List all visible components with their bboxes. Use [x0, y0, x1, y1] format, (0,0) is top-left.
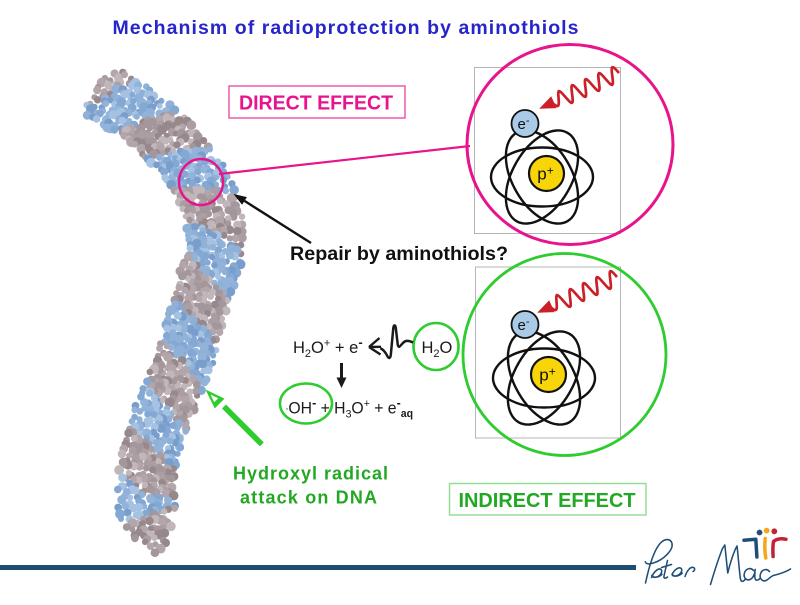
svg-text:Mechanism of radioprotection b: Mechanism of radioprotection by aminothi…: [113, 17, 579, 39]
svg-text:DIRECT EFFECT: DIRECT EFFECT: [239, 92, 393, 115]
svg-text:INDIRECT EFFECT: INDIRECT EFFECT: [459, 489, 636, 512]
svg-text:H2O: H2O: [422, 339, 453, 360]
svg-text:.OH- + H3O+ + e-aq: .OH- + H3O+ + e-aq: [286, 395, 414, 421]
svg-text:Hydroxyl radical: Hydroxyl radical: [233, 464, 388, 484]
svg-text:Repair by aminothiols?: Repair by aminothiols?: [290, 244, 508, 265]
svg-text:attack on DNA: attack on DNA: [240, 488, 377, 508]
